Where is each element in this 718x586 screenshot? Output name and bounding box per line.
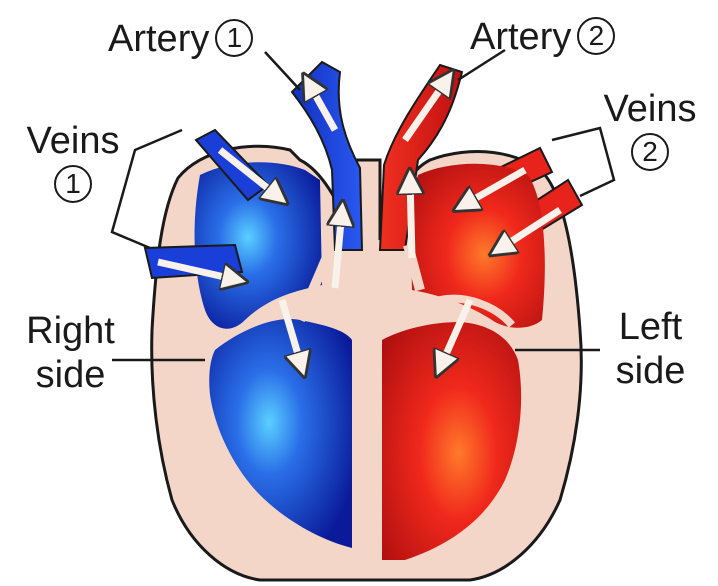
- artery-1-number: 1: [215, 19, 253, 57]
- veins-1-label: Veins 1: [18, 120, 128, 207]
- veins-2-label: Veins 2: [590, 88, 710, 175]
- veins-2-text: Veins: [590, 88, 710, 132]
- left-side-label: Left side: [598, 306, 703, 393]
- right-side-line1: Right: [18, 310, 123, 354]
- veins-2-number: 2: [631, 133, 669, 171]
- artery-1-leader: [265, 52, 300, 90]
- septum: [352, 260, 380, 560]
- veins-1-text: Veins: [18, 120, 128, 164]
- artery-2-number: 2: [577, 17, 615, 55]
- right-side-line2: side: [18, 354, 123, 398]
- artery-2-text: Artery: [470, 16, 571, 58]
- veins-1-number: 1: [54, 165, 92, 203]
- right-side-label: Right side: [18, 310, 123, 397]
- left-side-line2: side: [598, 350, 703, 394]
- artery-1-text: Artery: [108, 18, 209, 60]
- left-side-line1: Left: [598, 306, 703, 350]
